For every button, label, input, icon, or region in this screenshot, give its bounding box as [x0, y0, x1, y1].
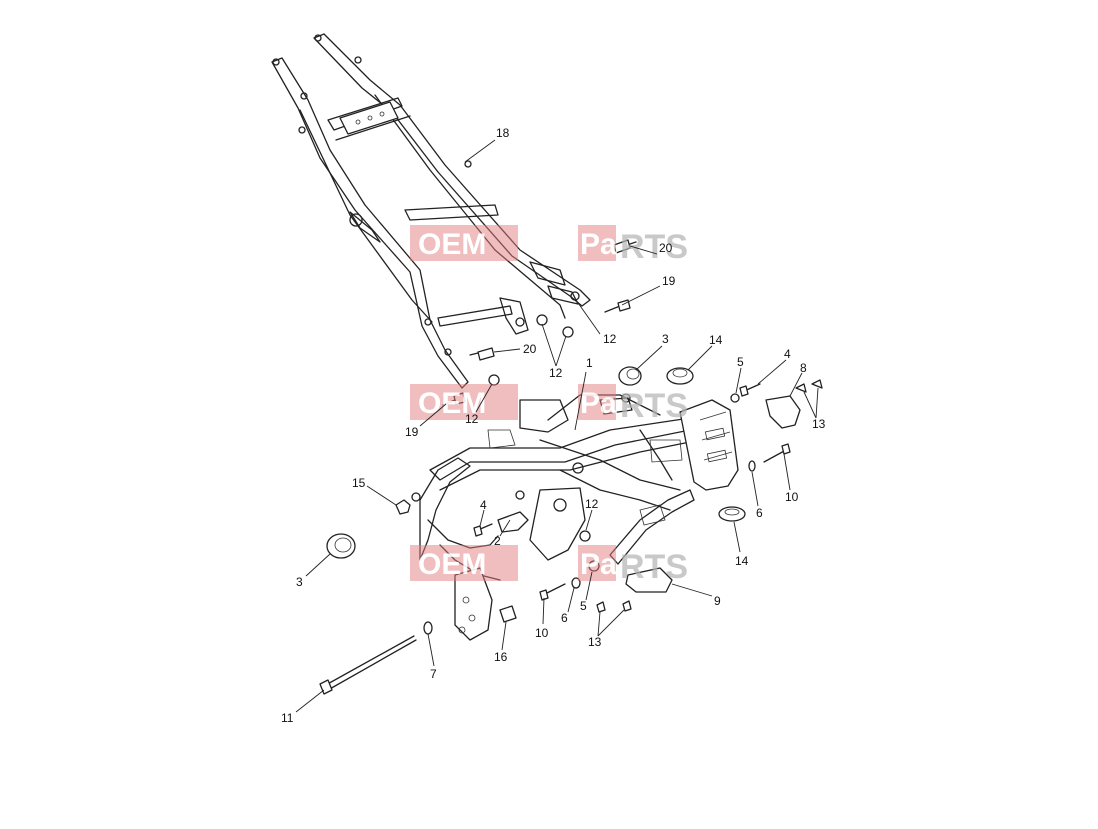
- callout-13-lower: 13: [588, 635, 602, 649]
- callout-4-top: 4: [784, 347, 791, 361]
- watermark-box-1: [410, 225, 518, 261]
- watermark-box-3: [410, 545, 518, 581]
- callout-10-lower: 10: [535, 626, 549, 640]
- callout-12-top-right: 12: [603, 332, 617, 346]
- callout-5-top: 5: [737, 355, 744, 369]
- watermark-text-pa-2: Pa: [580, 387, 617, 420]
- watermark-box-2: [410, 384, 518, 420]
- watermark-text-oem-3: OEM: [418, 548, 486, 581]
- callout-14-lower: 14: [735, 554, 749, 568]
- watermark-text-pa-3: Pa: [580, 548, 617, 581]
- callout-1: 1: [586, 356, 593, 370]
- watermark-box-1b: [578, 225, 616, 261]
- watermark: OEM Pa RTS OEM Pa RTS OEM Pa RTS: [410, 225, 688, 586]
- callout-18: 18: [496, 126, 510, 140]
- watermark-text-oem-2: OEM: [418, 387, 486, 420]
- watermark-text-rts-1: RTS: [620, 228, 688, 266]
- callout-20-left: 20: [523, 342, 537, 356]
- callout-3-left: 3: [296, 575, 303, 589]
- callout-20-top: 20: [659, 241, 673, 255]
- watermark-text-oem-1: OEM: [418, 228, 486, 261]
- watermark-text-rts-2: RTS: [620, 387, 688, 425]
- callout-5-lower: 5: [580, 599, 587, 613]
- watermark-box-2b: [578, 384, 616, 420]
- callout-6-right: 6: [756, 506, 763, 520]
- watermark-box-3b: [578, 545, 616, 581]
- callout-16: 16: [494, 650, 508, 664]
- callout-9: 9: [714, 594, 721, 608]
- callout-12-lower: 12: [585, 497, 599, 511]
- callout-4-lower: 4: [480, 498, 487, 512]
- callout-8: 8: [800, 361, 807, 375]
- callout-14-top: 14: [709, 333, 723, 347]
- callout-11: 11: [281, 711, 294, 725]
- callout-19-left: 19: [405, 425, 419, 439]
- callout-19-top: 19: [662, 274, 676, 288]
- callout-labels: 18 20 19 12 20 12 3 14 1 5 4 8 13 19 12 …: [281, 126, 826, 725]
- callout-12-mid: 12: [549, 366, 563, 380]
- watermark-text-pa-1: Pa: [580, 228, 617, 261]
- small-parts: [319, 239, 823, 695]
- watermark-text-rts-3: RTS: [620, 548, 688, 586]
- callout-7: 7: [430, 667, 437, 681]
- callout-10-right: 10: [785, 490, 799, 504]
- callout-3-top: 3: [662, 332, 669, 346]
- rear-subframe: [271, 33, 591, 389]
- callout-12-left: 12: [465, 412, 479, 426]
- callout-6-lower: 6: [561, 611, 568, 625]
- callout-15: 15: [352, 476, 366, 490]
- leader-lines: [295, 139, 819, 713]
- callout-2: 2: [494, 534, 501, 548]
- main-frame: [411, 393, 739, 641]
- callout-13-top: 13: [812, 417, 826, 431]
